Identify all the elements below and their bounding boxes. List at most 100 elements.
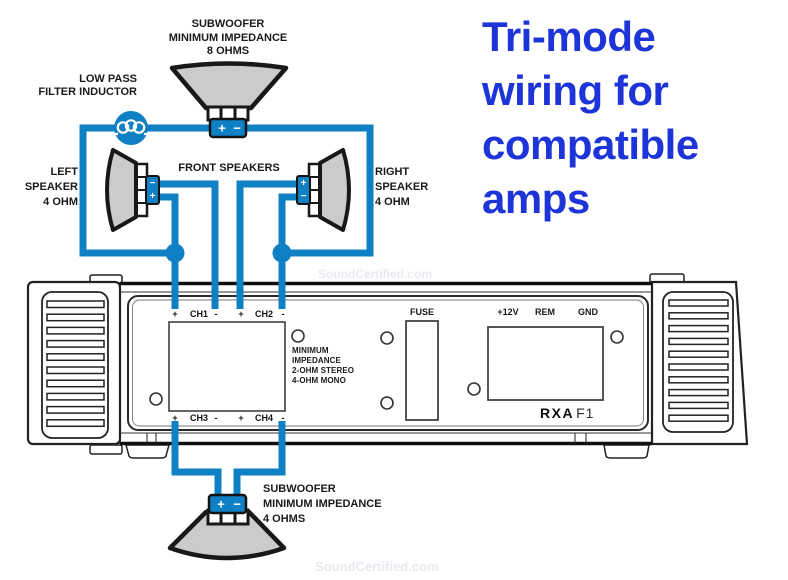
low-pass-inductor	[112, 111, 150, 145]
bottom-subwoofer-terminal	[207, 493, 248, 515]
right-spk-plus: +	[300, 178, 307, 189]
brand-name: RXA	[540, 405, 575, 421]
title-line: compatible	[482, 121, 699, 168]
bottom-subwoofer-cone	[167, 509, 287, 561]
top-subwoofer-label: SUBWOOFER MINIMUM IMPEDANCE 8 OHMS	[148, 18, 308, 59]
ch2-plus-label: +	[238, 309, 244, 319]
label-line: MINIMUM	[292, 346, 329, 355]
title-line: wiring for	[482, 67, 669, 114]
amp-right-fins	[668, 299, 729, 422]
ch1-minus-label: -	[214, 309, 218, 319]
screw	[467, 382, 481, 396]
power-terminal-block	[487, 326, 604, 401]
gnd-label: GND	[578, 307, 598, 317]
top-sub-minus: −	[233, 120, 241, 136]
label-line: 4-OHM MONO	[292, 376, 346, 385]
screw	[149, 392, 163, 406]
panel-screws	[149, 329, 624, 410]
ch2-label: CH2	[254, 309, 274, 319]
impedance-note: MINIMUM IMPEDANCE 2-OHM STEREO 4-OHM MON…	[292, 346, 354, 386]
amp-bottom-left-tab	[89, 444, 123, 455]
inductor-coil-icon	[112, 119, 150, 136]
title-line: amps	[482, 175, 590, 222]
bottom-sub-plus-wire	[171, 421, 222, 497]
amplifier	[26, 273, 749, 459]
label-line: RIGHT	[375, 166, 410, 178]
label-line: MINIMUM IMPEDANCE	[168, 31, 288, 44]
left-spk-plus: +	[149, 191, 156, 202]
screw	[380, 331, 394, 345]
top-subwoofer-terminal	[208, 117, 248, 139]
label-line: SPEAKER	[24, 181, 78, 193]
ch4-minus-label: -	[281, 413, 285, 423]
label-line: LOW PASS	[79, 73, 137, 85]
top-subwoofer-cone	[169, 61, 289, 111]
right-speaker-label: RIGHT SPEAKER 4 OHM	[375, 165, 465, 210]
amp-bottom-notches	[146, 433, 587, 443]
ch2-minus-label: -	[281, 309, 285, 319]
left-spk-minus: −	[149, 178, 156, 189]
ch3-plus-label: +	[172, 413, 178, 423]
title-line: Tri-mode	[482, 13, 656, 60]
label-line: 4 OHM	[375, 196, 410, 208]
ch3-minus-label: -	[214, 413, 218, 423]
bottom-sub-minus: −	[233, 496, 241, 512]
label-line: IMPEDANCE	[292, 356, 341, 365]
ch3-label: CH3	[189, 413, 209, 423]
amp-face-bezel	[132, 299, 644, 427]
top-sub-plus: +	[218, 120, 226, 136]
label-line: SUBWOOFER	[263, 483, 336, 495]
inductor-circle	[114, 111, 148, 145]
fuse-label: FUSE	[409, 307, 434, 317]
bottom-subwoofer-label: SUBWOOFER MINIMUM IMPEDANCE 4 OHMS	[263, 482, 403, 527]
label-line: 8 OHMS	[206, 45, 250, 57]
screw	[380, 396, 394, 410]
left-speaker-plus-wire	[155, 193, 179, 309]
wire-junction-left	[165, 243, 185, 263]
ch1-plus-label: +	[172, 309, 178, 319]
label-line: 4 OHM	[43, 196, 78, 208]
plus12v-label: +12V	[497, 307, 519, 317]
bottom-sub-plus: +	[217, 496, 225, 512]
right-speaker-terminal	[296, 175, 311, 205]
rem-label: REM	[535, 307, 555, 317]
front-speakers-label: FRONT SPEAKERS	[178, 162, 280, 174]
page-title: Tri-mode wiring for compatible amps	[482, 10, 788, 226]
right-speaker-plus-wire	[236, 180, 300, 309]
model-name: F1	[576, 405, 595, 421]
amp-right-foot	[603, 444, 650, 459]
label-line: FILTER INDUCTOR	[38, 86, 137, 98]
screw	[291, 329, 305, 343]
left-front-speaker	[105, 148, 149, 232]
left-speaker-terminal	[145, 175, 160, 205]
right-spk-minus: −	[300, 191, 307, 202]
top-subwoofer	[169, 61, 289, 122]
speaker-terminal-block	[168, 321, 286, 412]
low-pass-filter-label: LOW PASS FILTER INDUCTOR	[5, 73, 137, 99]
right-speaker-cone	[318, 148, 351, 232]
right-speaker-minus-wire	[278, 193, 300, 309]
left-speaker-label: LEFT SPEAKER 4 OHM	[8, 165, 78, 210]
ch4-label: CH4	[254, 413, 274, 423]
left-speaker-minus-wire	[158, 180, 219, 309]
label-line: 2-OHM STEREO	[292, 366, 355, 375]
ch1-label: CH1	[189, 309, 209, 319]
amp-left-fins	[46, 300, 105, 428]
bottom-sub-minus-wire	[233, 421, 286, 497]
label-line: SPEAKER	[375, 181, 429, 193]
amp-left-foot	[125, 444, 170, 459]
label-line: MINIMUM IMPEDANCE	[263, 498, 382, 510]
wire-junction-right	[272, 243, 292, 263]
label-line: LEFT	[50, 166, 79, 178]
watermark-middle: SoundCertified.com	[318, 267, 433, 281]
left-speaker-cone	[105, 148, 138, 232]
fuse-holder	[405, 320, 439, 421]
ch4-plus-label: +	[238, 413, 244, 423]
watermark-bottom: SoundCertified.com	[315, 559, 439, 574]
right-front-speaker	[307, 148, 351, 232]
label-line: 4 OHMS	[263, 513, 306, 525]
screw	[610, 330, 624, 344]
